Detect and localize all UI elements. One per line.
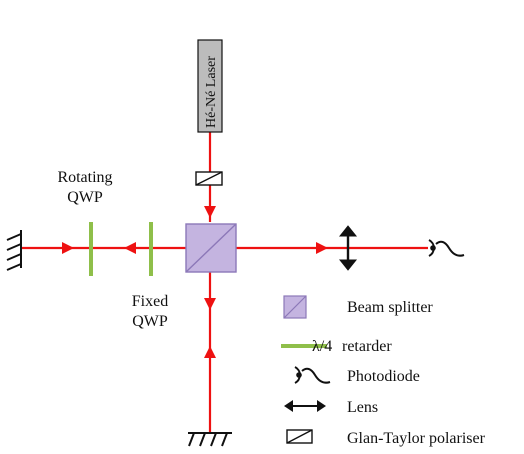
beam-splitter-icon	[283, 295, 307, 319]
fixed-qwp-label-line2: QWP	[132, 313, 168, 330]
arrow-right-to-lens	[316, 242, 328, 254]
photodiode-icon	[428, 239, 465, 257]
beam-arrows	[62, 206, 328, 358]
rotating-qwp-label-line1: Rotating	[57, 169, 112, 186]
legend-retarder-label: retarder	[342, 338, 392, 355]
laser-icon: Hé-Né Laser	[197, 39, 223, 133]
laser-label: Hé-Né Laser	[204, 56, 219, 128]
rotating-qwp-label-line2: QWP	[67, 189, 103, 206]
legend-beam-splitter: Beam splitter	[283, 295, 433, 319]
fixed-qwp-label-line1: Fixed	[132, 293, 168, 310]
arrow-up-lower	[204, 346, 216, 358]
polariser-icon	[195, 171, 223, 186]
mirror-icon	[188, 432, 232, 447]
photodiode-icon	[294, 366, 331, 384]
polariser-icon	[286, 429, 313, 444]
legend-lens-label: Lens	[347, 399, 378, 416]
beam-splitter-icon	[185, 223, 237, 273]
lens-icon	[284, 400, 326, 412]
arrow-left-center	[124, 242, 136, 254]
arrow-down-lower	[204, 298, 216, 310]
arrow-right-to-mirror	[62, 242, 74, 254]
legend-polariser-label: Glan-Taylor polariser	[347, 430, 486, 447]
lens-icon	[338, 225, 358, 271]
legend-beam-splitter-label: Beam splitter	[347, 299, 433, 316]
arrow-down-upper	[204, 206, 216, 218]
legend: Beam splitter λ/4 retarder Photodiode Le…	[281, 295, 486, 447]
legend-retarder: λ/4 retarder	[281, 338, 392, 355]
legend-photodiode-label: Photodiode	[347, 368, 420, 385]
legend-polariser: Glan-Taylor polariser	[286, 429, 486, 447]
legend-retarder-lambda: λ/4	[312, 338, 332, 355]
legend-lens: Lens	[284, 399, 378, 416]
mirror-icon	[6, 230, 22, 271]
legend-photodiode: Photodiode	[294, 366, 420, 385]
